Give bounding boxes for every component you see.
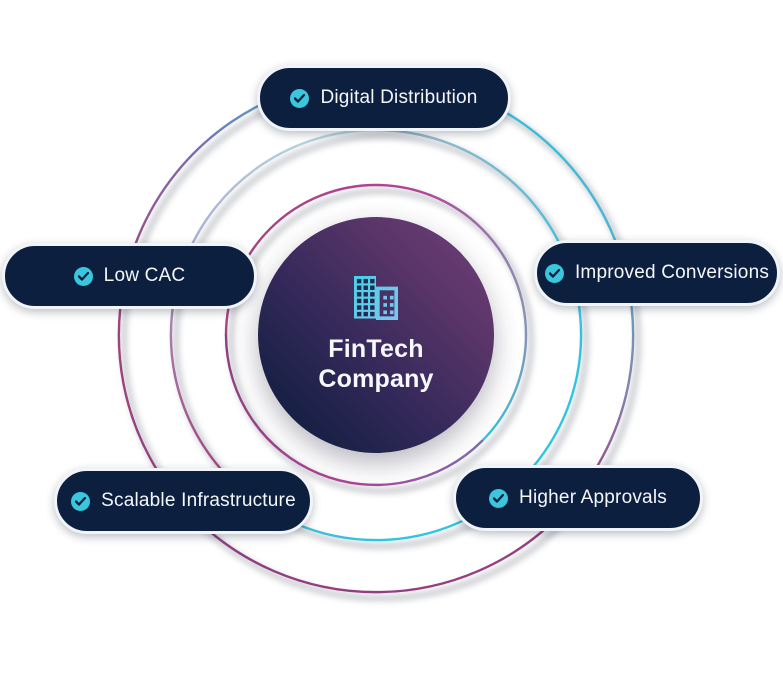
- pill-label: Digital Distribution: [320, 87, 478, 108]
- pill-low-cac: Low CAC: [2, 243, 257, 309]
- pill-label: Scalable Infrastructure: [101, 490, 296, 511]
- pill-digital-distribution: Digital Distribution: [257, 65, 511, 131]
- pill-label: Improved Conversions: [574, 262, 770, 283]
- pill-label: Higher Approvals: [519, 487, 667, 508]
- building-icon: [354, 276, 398, 320]
- check-icon: [489, 488, 509, 508]
- fintech-company-node: FinTech Company: [258, 217, 494, 453]
- check-icon: [73, 266, 93, 286]
- center-title-line1: FinTech: [328, 335, 424, 363]
- check-icon: [290, 88, 310, 108]
- check-icon: [71, 491, 91, 511]
- pill-higher-approvals: Higher Approvals: [453, 465, 703, 531]
- center-title-line2: Company: [318, 364, 434, 393]
- pill-label: Low CAC: [103, 265, 186, 286]
- center-title: FinTech Company: [318, 335, 433, 394]
- check-icon: [544, 263, 564, 283]
- pill-scalable-infrastructure: Scalable Infrastructure: [54, 468, 313, 534]
- pill-improved-conversions: Improved Conversions: [534, 240, 780, 306]
